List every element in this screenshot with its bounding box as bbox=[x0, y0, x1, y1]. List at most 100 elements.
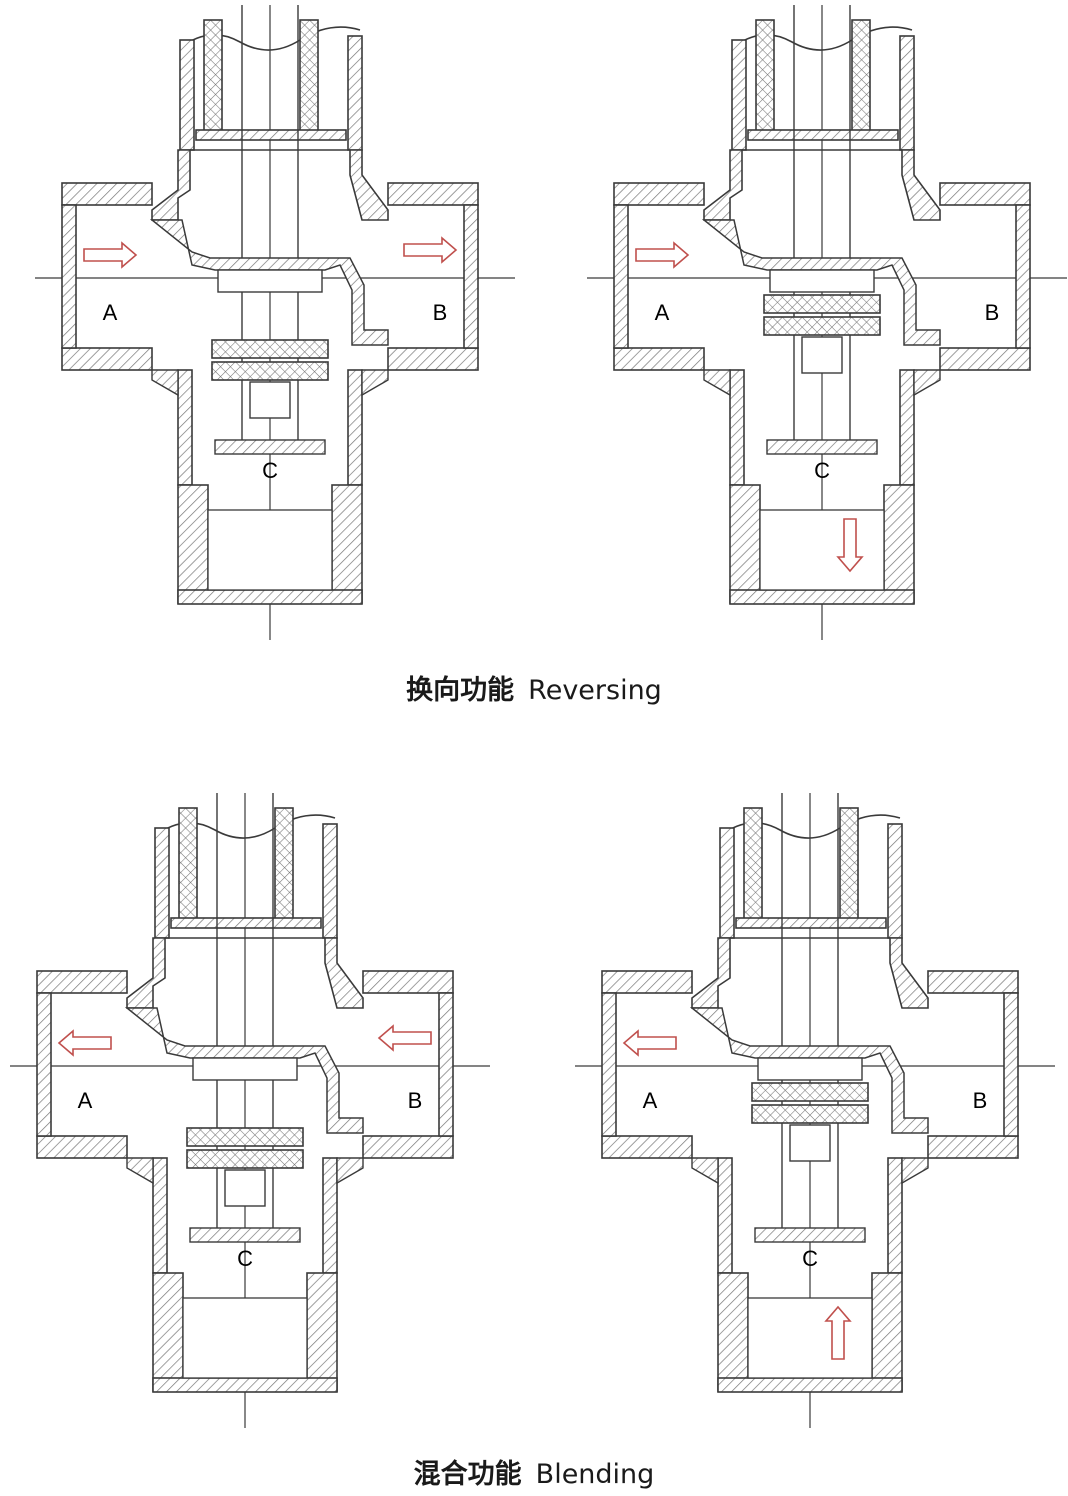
port-b-face bbox=[1015, 204, 1031, 349]
flow-arrow-b-left-icon bbox=[377, 1024, 432, 1052]
port-a-boss-top bbox=[613, 182, 705, 206]
packing-right bbox=[851, 19, 871, 139]
port-c-bore bbox=[207, 509, 333, 591]
port-c-bore bbox=[747, 1297, 873, 1379]
plug-disc-bottom bbox=[211, 361, 329, 381]
port-b-boss-top bbox=[362, 970, 454, 994]
gland-ring bbox=[195, 129, 347, 141]
flow-arrow-c-up-icon bbox=[824, 1305, 852, 1360]
seat-web-upper bbox=[124, 1007, 364, 1134]
body-wall-left-lower bbox=[177, 369, 193, 486]
flow-arrow-a-right-icon bbox=[83, 241, 138, 269]
plug-disc-top bbox=[751, 1082, 869, 1102]
flow-arrow-b-right-icon bbox=[403, 236, 458, 264]
port-a-face bbox=[36, 992, 52, 1137]
body-shoulder-right bbox=[889, 937, 929, 1009]
port-a-face bbox=[601, 992, 617, 1137]
port-c-wall-right bbox=[871, 1272, 903, 1392]
port-c-wall-right bbox=[883, 484, 915, 604]
port-b-boss-bottom bbox=[927, 1135, 1019, 1159]
valve-blending-upper-seat: A B C bbox=[10, 793, 490, 1428]
body-wall-right-lower bbox=[322, 1157, 338, 1274]
bonnet-wall-right bbox=[322, 823, 338, 939]
port-a-label: A bbox=[78, 1088, 93, 1113]
body-wall-right-lower bbox=[347, 369, 363, 486]
body-shoulder-right bbox=[349, 149, 389, 221]
port-a-face bbox=[613, 204, 629, 349]
gland-ring bbox=[735, 917, 887, 929]
port-c-bore bbox=[182, 1297, 308, 1379]
body-foot-left bbox=[691, 1157, 719, 1185]
packing-right bbox=[299, 19, 319, 139]
caption-reversing-en: Reversing bbox=[528, 675, 662, 706]
port-c-label: C bbox=[237, 1246, 253, 1271]
plug-disc-top bbox=[763, 294, 881, 314]
plug-nut bbox=[249, 381, 291, 419]
plug-nut bbox=[801, 336, 843, 374]
port-c-wall-left bbox=[717, 1272, 749, 1392]
valve-blending-lower-seat: A B C bbox=[575, 793, 1055, 1428]
body-foot-left bbox=[703, 369, 731, 397]
port-a-boss-top bbox=[36, 970, 128, 994]
port-b-boss-bottom bbox=[939, 347, 1031, 371]
body-wall-left-lower bbox=[152, 1157, 168, 1274]
port-a-label: A bbox=[103, 300, 118, 325]
body-foot-right bbox=[901, 1157, 929, 1185]
port-b-label: B bbox=[973, 1088, 988, 1113]
upper-seat-ring bbox=[757, 1057, 863, 1081]
port-c-label: C bbox=[802, 1246, 818, 1271]
port-b-label: B bbox=[408, 1088, 423, 1113]
valve-body bbox=[35, 5, 515, 640]
packing-left bbox=[203, 19, 223, 139]
valve-body bbox=[575, 793, 1055, 1428]
body-shoulder-left bbox=[691, 937, 731, 1009]
flow-arrow-c-down-icon bbox=[836, 518, 864, 573]
port-a-label: A bbox=[643, 1088, 658, 1113]
lower-seat-ring bbox=[754, 1227, 866, 1243]
port-c-wall-left bbox=[152, 1272, 184, 1392]
packing-left bbox=[743, 807, 763, 927]
port-c-wall-right bbox=[306, 1272, 338, 1392]
lower-seat-ring bbox=[189, 1227, 301, 1243]
body-foot-right bbox=[336, 1157, 364, 1185]
port-b-face bbox=[463, 204, 479, 349]
port-c-wall-left bbox=[177, 484, 209, 604]
valve-body bbox=[587, 5, 1067, 640]
body-shoulder-left bbox=[126, 937, 166, 1009]
upper-seat-ring bbox=[192, 1057, 298, 1081]
port-a-label: A bbox=[655, 300, 670, 325]
bonnet-wall-right bbox=[899, 35, 915, 151]
body-foot-left bbox=[151, 369, 179, 397]
port-c-label: C bbox=[262, 458, 278, 483]
port-a-boss-bottom bbox=[613, 347, 705, 371]
lower-seat-ring bbox=[214, 439, 326, 455]
bonnet-wall-left bbox=[179, 39, 195, 151]
flow-arrow-a-left-icon bbox=[622, 1029, 677, 1057]
plug-nut bbox=[224, 1169, 266, 1207]
body-shoulder-left bbox=[703, 149, 743, 221]
seat-web-upper bbox=[689, 1007, 929, 1134]
plug-nut bbox=[789, 1124, 831, 1162]
bonnet-wall-left bbox=[731, 39, 747, 151]
gland-ring bbox=[747, 129, 899, 141]
body-wall-right-lower bbox=[899, 369, 915, 486]
port-c-label: C bbox=[814, 458, 830, 483]
packing-right bbox=[274, 807, 294, 927]
port-a-boss-bottom bbox=[36, 1135, 128, 1159]
port-b-face bbox=[1003, 992, 1019, 1137]
seat-web-upper bbox=[701, 219, 941, 346]
body-shoulder-right bbox=[901, 149, 941, 221]
body-wall-right-lower bbox=[887, 1157, 903, 1274]
packing-right bbox=[839, 807, 859, 927]
port-c-face bbox=[152, 1377, 338, 1393]
upper-seat-ring bbox=[769, 269, 875, 293]
port-a-boss-top bbox=[61, 182, 153, 206]
port-c-wall-left bbox=[729, 484, 761, 604]
port-b-boss-top bbox=[387, 182, 479, 206]
flow-arrow-a-right-icon bbox=[635, 241, 690, 269]
port-a-boss-top bbox=[601, 970, 693, 994]
